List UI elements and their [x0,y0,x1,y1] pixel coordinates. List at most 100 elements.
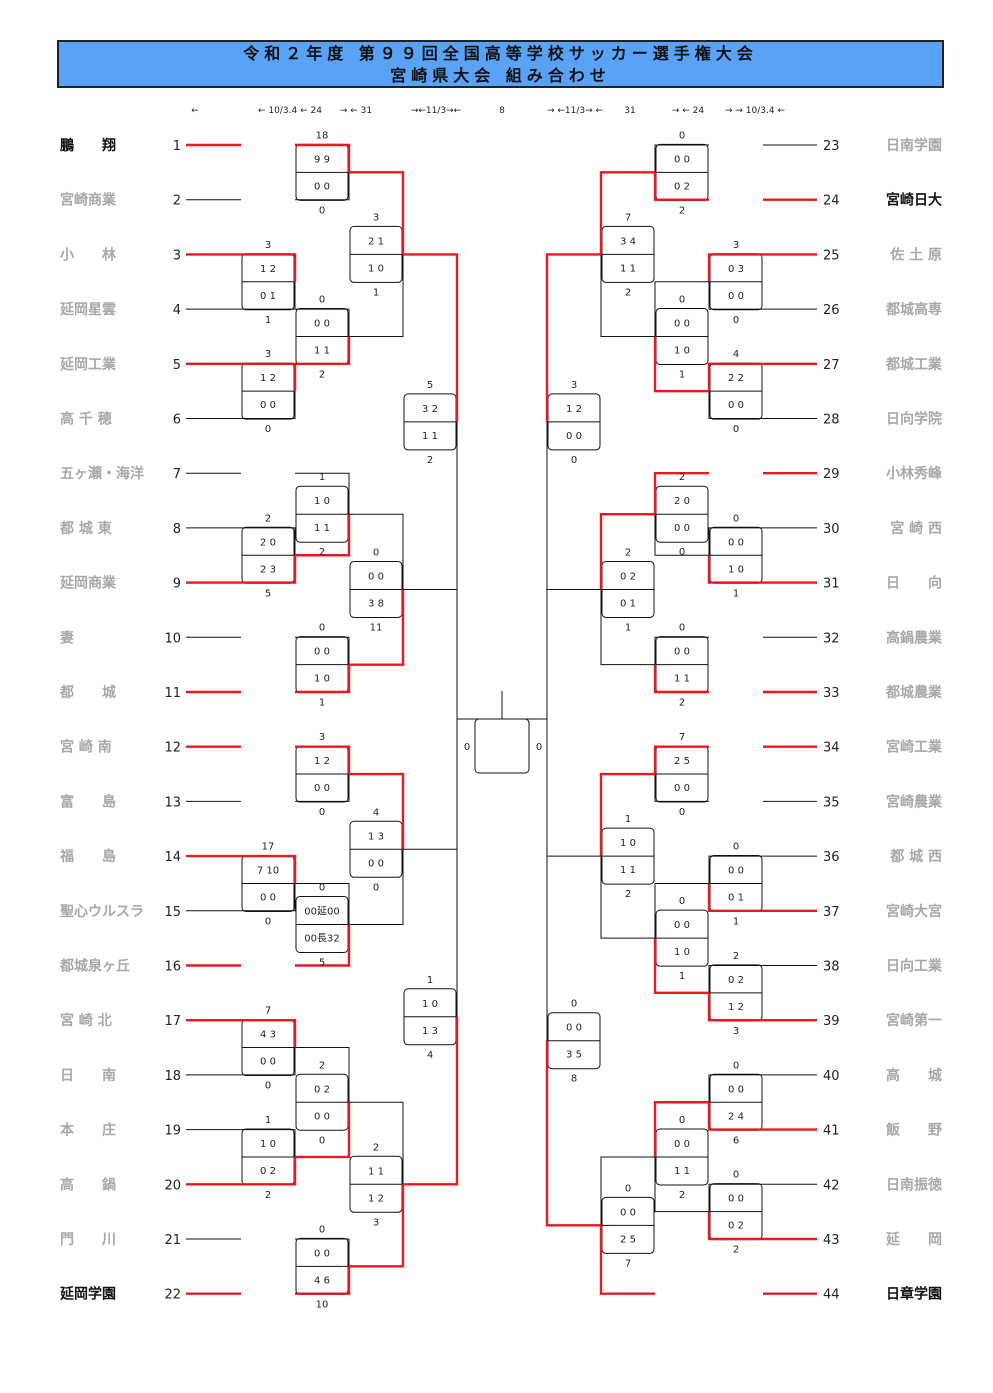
total-score-top: 0 [319,623,325,634]
team-name-right: 日南学園 [886,137,942,154]
total-score-bottom: 1 [679,971,685,982]
total-score-bottom: 6 [733,1135,739,1146]
total-score-bottom: 0 [319,1135,325,1146]
team-number-right: 44 [823,1288,840,1303]
team-name-right: 日向工業 [886,958,943,975]
team-name-left: 富 島 [60,793,116,810]
half-score-bottom: 1 1 [314,345,330,356]
total-score-top: 3 [733,240,739,251]
half-score-top: 1 3 [368,831,384,842]
team-name-left: 宮 崎 北 [60,1012,112,1029]
half-score-top: 0 0 [368,571,384,582]
half-score-bottom: 1 0 [314,674,330,685]
final-score-box [474,718,530,774]
total-score-bottom: 1 [679,369,685,380]
winner-path [707,1102,763,1131]
total-score-bottom: 2 [679,698,685,709]
team-name-left: 五ヶ瀬・海洋 [60,465,144,482]
team-number-left: 16 [164,960,181,975]
team-number-right: 36 [823,850,840,865]
total-score-bottom: 0 [679,807,685,818]
team-name-right: 小林秀峰 [886,465,943,482]
team-name-left: 妻 [60,629,74,646]
half-score-bottom: 1 2 [368,1193,384,1204]
date-header-label: → → 10/3.4 ← [725,106,785,116]
team-number-left: 19 [164,1124,181,1139]
team-number-left: 1 [173,139,181,154]
team-name-right: 都 城 西 [889,848,942,865]
half-score-bottom: 1 0 [674,947,690,958]
total-score-bottom: 11 [370,622,383,633]
half-score-top: 1 2 [566,404,582,415]
half-score-top: 0 0 [728,1194,744,1205]
half-score-top: 0 0 [620,1207,636,1218]
half-score-top: 2 5 [674,756,690,767]
half-score-top: 0 0 [728,1084,744,1095]
team-number-left: 5 [173,358,181,373]
total-score-top: 5 [427,380,433,391]
half-score-bottom: 4 6 [314,1275,330,1286]
winner-path [241,1156,297,1186]
half-score-bottom: 1 3 [422,1026,438,1037]
total-score-top: 0 [679,623,685,634]
total-score-bottom: 0 [733,424,739,435]
half-score-bottom: 0 0 [728,400,744,411]
total-score-bottom: 10 [316,1299,329,1310]
total-score-top: 0 [679,896,685,907]
team-number-right: 34 [823,741,840,756]
half-score-bottom: 1 1 [674,674,690,685]
half-score-bottom: 0 2 [728,1221,744,1232]
total-score-bottom: 0 [265,916,271,927]
team-number-right: 30 [823,522,840,537]
winner-path [295,924,351,967]
half-score-top: 1 0 [422,999,438,1010]
team-name-left: 鵬 翔 [60,137,116,154]
team-number-right: 38 [823,960,840,975]
team-name-left: 宮 崎 南 [60,739,112,756]
total-score-top: 0 [733,1060,739,1071]
date-header-label: → ← 31 [340,106,372,116]
team-number-left: 6 [173,413,181,428]
winner-path [707,253,763,282]
total-score-top: 2 [625,547,631,558]
half-score-top: 7 10 [257,865,279,876]
team-name-right: 日章学園 [886,1286,942,1303]
half-score-bottom: 0 2 [260,1166,276,1177]
winner-path [295,664,351,694]
team-number-left: 14 [164,850,181,865]
total-score-top: 18 [316,130,329,141]
team-number-left: 17 [164,1014,181,1029]
total-score-top: 4 [733,349,739,360]
winner-path [653,745,709,775]
team-name-left: 日 南 [60,1067,116,1084]
half-score-bottom: 1 0 [728,564,744,575]
total-score-top: 0 [733,513,739,524]
winner-path [295,1266,351,1295]
winner-path [707,883,763,912]
winner-path [349,772,405,850]
total-score-top: 7 [679,732,685,743]
winner-path [599,513,655,590]
total-score-bottom: 1 [733,916,739,927]
half-score-bottom: 1 1 [314,523,330,534]
winner-path [241,1019,297,1048]
total-score-bottom: 1 [733,588,739,599]
team-number-left: 2 [173,194,181,209]
winner-path [545,1040,601,1227]
team-number-right: 24 [823,194,840,209]
half-score-bottom: 0 0 [260,1057,276,1068]
total-score-top: 3 [571,380,577,391]
total-score-top: 0 [571,999,577,1010]
total-score-bottom: 2 [319,369,325,380]
half-score-bottom: 0 0 [260,400,276,411]
total-score-bottom: 1 [625,622,631,633]
team-name-left: 高 鍋 [60,1176,116,1193]
half-score-top: 3 2 [422,404,438,415]
half-score-bottom: 0 1 [728,892,744,903]
total-score-bottom: 1 [265,315,271,326]
half-score-bottom: 00長32 [304,932,339,944]
half-score-bottom: 0 2 [674,181,690,192]
total-score-top: 7 [265,1006,271,1017]
winner-path [599,1225,655,1295]
total-score-top: 3 [373,212,379,223]
